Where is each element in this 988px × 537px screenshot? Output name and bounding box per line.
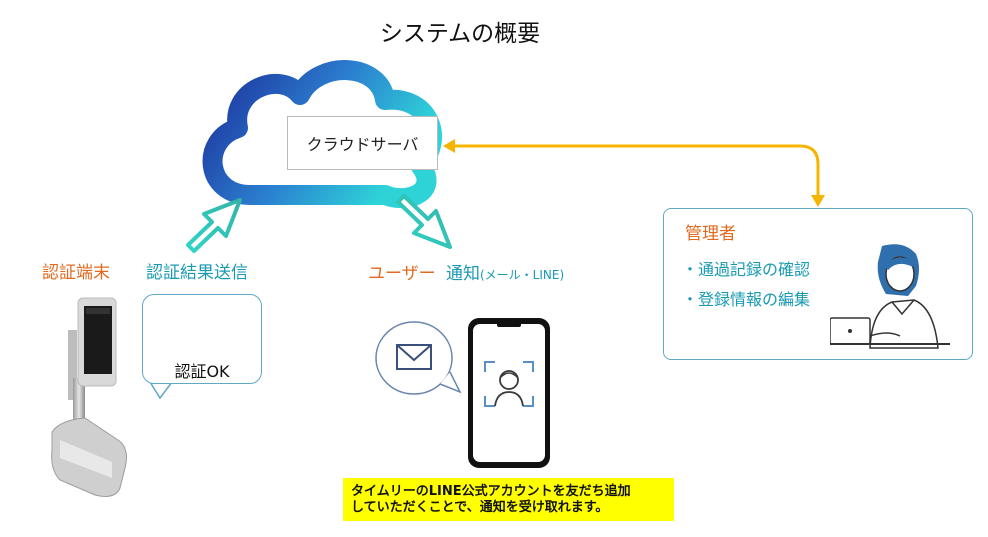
admin-title: 管理者 bbox=[685, 224, 736, 244]
notify-label-main: 通知 bbox=[446, 264, 480, 284]
user-label: ユーザー bbox=[368, 264, 436, 284]
smartphone-icon bbox=[468, 318, 550, 468]
cloud-server-label: クラウドサーバ bbox=[287, 116, 438, 170]
admin-item-edit: ・登録情報の編集 bbox=[682, 290, 811, 309]
mail-bubble bbox=[375, 321, 462, 395]
notice-line-2: していただくことで、通知を受け取れます。 bbox=[351, 500, 609, 515]
upload-arrow-icon bbox=[186, 198, 242, 253]
notify-arrow-icon bbox=[396, 194, 452, 249]
cloud-server-text: クラウドサーバ bbox=[306, 135, 419, 154]
notify-label-sub: (メール・LINE) bbox=[480, 268, 565, 282]
page-title-text: システムの概要 bbox=[379, 21, 541, 47]
notify-label: 通知(メール・LINE) bbox=[446, 259, 564, 284]
line-notice-banner: タイムリーのLINE公式アカウントを友だち追加 していただくことで、通知を受け取… bbox=[343, 478, 674, 521]
auth-result-bubble bbox=[142, 294, 262, 384]
auth-terminal-device bbox=[51, 297, 127, 497]
admin-person-icon bbox=[830, 244, 950, 349]
notice-line-1: タイムリーのLINE公式アカウントを友だち追加 bbox=[351, 484, 631, 499]
page-title: システムの概要 bbox=[0, 14, 920, 48]
admin-item-records: ・通過記録の確認 bbox=[682, 260, 811, 279]
sync-arrow-icon bbox=[443, 139, 825, 207]
auth-result-text: 認証OK bbox=[174, 362, 230, 381]
result-bubble-tail bbox=[149, 381, 173, 400]
device-label: 認証端末 bbox=[42, 263, 110, 283]
mail-icon bbox=[396, 344, 432, 370]
result-label: 認証結果送信 bbox=[146, 263, 248, 283]
phone-face-auth-icon bbox=[484, 361, 534, 407]
